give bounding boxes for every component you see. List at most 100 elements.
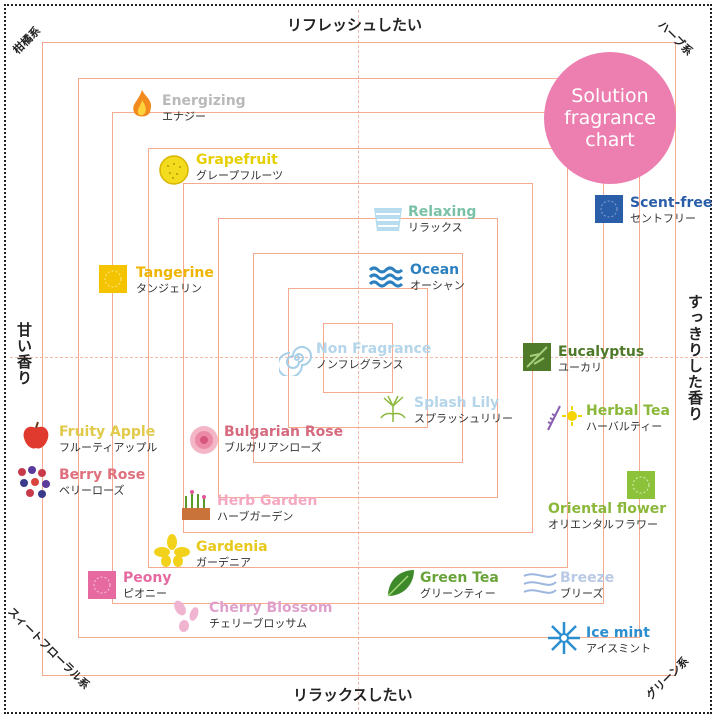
item-green-tea: Green Tea グリーンティー [420, 570, 499, 601]
berry-rose-en: Berry Rose [59, 467, 146, 483]
tangerine-en: Tangerine [136, 265, 214, 281]
ring-9 [323, 323, 393, 393]
grapefruit-icon [159, 155, 189, 185]
ring-3 [112, 112, 604, 604]
item-gardenia: Gardenia ガーデニア [196, 539, 268, 570]
fruity-apple-en: Fruity Apple [59, 424, 156, 440]
item-energizing: Energizing エナジー [162, 93, 246, 124]
grapefruit-en: Grapefruit [196, 152, 278, 168]
ocean-en: Ocean [410, 262, 460, 278]
spiral-icon [279, 346, 312, 376]
herbal-tea-icon [547, 405, 582, 431]
horizontal-axis [10, 357, 708, 358]
herb-garden-ja: ハーブガーデン [217, 510, 294, 523]
scent-free-ja: セントフリー [630, 212, 696, 225]
chart-frame [4, 4, 712, 714]
ring-6 [218, 218, 498, 498]
item-berry-rose: Berry Rose ベリーローズ [59, 467, 145, 498]
item-scent-free: Scent-free セントフリー [630, 195, 712, 226]
ring-7 [253, 253, 463, 463]
breeze-en: Breeze [560, 570, 615, 586]
oriental-flower-en: Oriental flower [548, 501, 667, 517]
cherry-blossom-icon [174, 600, 199, 632]
badge-line-1: Solution [571, 85, 649, 107]
axis-left-label: 甘い香り [15, 322, 33, 386]
badge-line-3: chart [585, 129, 635, 151]
item-non-fragrance: Non Fragrance ノンフレグランス [316, 341, 431, 372]
item-peony: Peony ピオニー [123, 570, 171, 601]
item-breeze: Breeze ブリーズ [560, 570, 614, 601]
item-ocean: Ocean オーシャン [410, 262, 465, 293]
gardenia-icon [154, 534, 190, 567]
axis-right-label: すっきりした香り [686, 294, 704, 422]
eucalyptus-icon [523, 343, 551, 371]
rose-icon [190, 426, 218, 454]
cup-icon [374, 208, 402, 231]
axis-bottom-label: リラックスしたい [293, 686, 413, 704]
peony-icon [88, 571, 116, 599]
berries-icon [18, 466, 50, 498]
oriental-flower-icon [627, 471, 655, 499]
peony-en: Peony [123, 570, 172, 586]
item-relaxing: Relaxing リラックス [408, 204, 476, 235]
fruity-apple-ja: フルーティアップル [59, 441, 158, 454]
scent-free-icon [595, 195, 623, 223]
item-cherry-blossom: Cherry Blossom チェリーブロッサム [209, 600, 333, 631]
herbal-tea-ja: ハーバルティー [586, 420, 663, 433]
ice-mint-en: Ice mint [586, 625, 650, 641]
cherry-blossom-ja: チェリーブロッサム [209, 617, 308, 630]
item-tangerine: Tangerine タンジェリン [136, 265, 214, 296]
snowflake-icon [548, 622, 580, 654]
ocean-ja: オーシャン [410, 279, 465, 292]
non-fragrance-en: Non Fragrance [316, 341, 432, 357]
eucalyptus-en: Eucalyptus [558, 344, 645, 360]
tangerine-ja: タンジェリン [136, 282, 202, 295]
apple-icon [23, 421, 49, 449]
flame-icon [133, 90, 152, 117]
ice-mint-ja: アイスミント [586, 642, 652, 655]
tangerine-icon [99, 265, 127, 293]
scent-free-en: Scent-free [630, 195, 713, 211]
energizing-en: Energizing [162, 93, 246, 109]
non-fragrance-ja: ノンフレグランス [316, 358, 404, 371]
eucalyptus-ja: ユーカリ [558, 361, 602, 374]
peony-ja: ピオニー [123, 587, 167, 600]
cherry-blossom-en: Cherry Blossom [209, 600, 333, 616]
waves-icon [368, 266, 404, 288]
item-oriental-flower: Oriental flower オリエンタルフラワー [548, 501, 666, 532]
ring-1 [42, 42, 676, 676]
bulgarian-rose-ja: ブルガリアンローズ [224, 441, 322, 454]
gardenia-ja: ガーデニア [196, 556, 251, 569]
ring-2 [78, 78, 640, 638]
grapefruit-ja: グレープフルーツ [196, 169, 284, 182]
item-ice-mint: Ice mint アイスミント [586, 625, 651, 656]
herbal-tea-en: Herbal Tea [586, 403, 670, 419]
gardenia-en: Gardenia [196, 539, 268, 555]
leaf-icon [387, 570, 414, 597]
oriental-flower-ja: オリエンタルフラワー [548, 518, 658, 531]
splash-lily-ja: スプラッシュリリー [414, 412, 513, 425]
breeze-icon [523, 573, 557, 594]
breeze-ja: ブリーズ [560, 587, 604, 600]
lily-icon [380, 395, 406, 422]
item-bulgarian-rose: Bulgarian Rose ブルガリアンローズ [224, 424, 343, 455]
item-herbal-tea: Herbal Tea ハーバルティー [586, 403, 670, 434]
relaxing-en: Relaxing [408, 204, 477, 220]
axis-top-label: リフレッシュしたい [287, 16, 423, 34]
badge-line-2: fragrance [564, 107, 656, 129]
splash-lily-en: Splash Lily [414, 395, 500, 411]
berry-rose-ja: ベリーローズ [59, 484, 125, 497]
herb-garden-icon [182, 490, 210, 520]
ring-4 [148, 148, 568, 568]
herb-garden-en: Herb Garden [217, 493, 318, 509]
item-grapefruit: Grapefruit グレープフルーツ [196, 152, 283, 183]
relaxing-ja: リラックス [408, 221, 463, 234]
green-tea-ja: グリーンティー [420, 587, 496, 600]
energizing-ja: エナジー [162, 110, 206, 123]
green-tea-en: Green Tea [420, 570, 499, 586]
item-herb-garden: Herb Garden ハーブガーデン [217, 493, 317, 524]
bulgarian-rose-en: Bulgarian Rose [224, 424, 344, 440]
item-eucalyptus: Eucalyptus ユーカリ [558, 344, 644, 375]
item-fruity-apple: Fruity Apple フルーティアップル [59, 424, 157, 455]
